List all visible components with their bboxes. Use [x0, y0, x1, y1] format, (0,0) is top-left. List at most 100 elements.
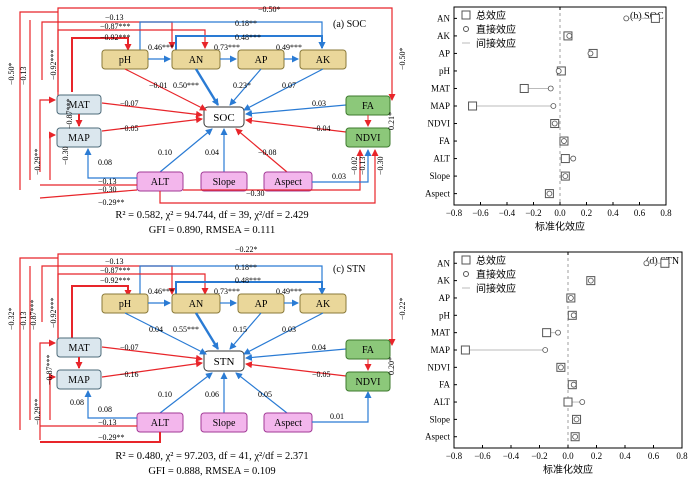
legend-total: 总效应: [476, 9, 506, 22]
direct-effect-point: [572, 433, 579, 440]
direct-effect-point: [542, 347, 549, 353]
path-top5: [175, 35, 326, 50]
coef: −0.30: [61, 146, 70, 165]
fit-stats-a2: GFI = 0.890, RMSEA = 0.111: [149, 225, 276, 236]
coef: 0.15: [233, 325, 247, 334]
y-tick-label: AP: [438, 293, 450, 303]
coef: −0.50*: [258, 5, 281, 14]
coef: 0.46***: [148, 287, 174, 296]
x-tick-label: 0.6: [648, 451, 660, 461]
coef: −0.50*: [398, 47, 407, 70]
node-fa-c: FA: [345, 339, 391, 360]
y-tick-label: pH: [439, 66, 451, 76]
y-tick-label: Slope: [429, 171, 450, 181]
coef: 0.05: [258, 390, 272, 399]
y-tick-label: AN: [437, 13, 450, 23]
coef: 0.06: [205, 390, 219, 399]
coef: 0.50***: [173, 81, 199, 90]
y-tick-label: MAT: [431, 328, 451, 338]
svg-text:AN: AN: [189, 55, 203, 66]
node-aspect-c: Aspect: [263, 412, 313, 433]
node-ph: pH: [101, 49, 149, 70]
path-top4: [57, 29, 209, 92]
legend-indirect: 间接效应: [476, 282, 516, 295]
y-tick-label: NDVI: [428, 119, 451, 129]
coef: −0.01: [149, 81, 168, 90]
coef: −0.29**: [33, 148, 42, 175]
svg-text:FA: FA: [362, 101, 375, 112]
coef: −0.92***: [100, 276, 131, 285]
svg-text:Aspect: Aspect: [274, 177, 302, 188]
x-tick-label: −0.4: [503, 451, 520, 461]
y-tick-label: ALT: [433, 397, 450, 407]
direct-effect-point: [567, 295, 574, 301]
coef: −0.87***: [29, 299, 38, 330]
x-tick-label: −0.8: [446, 208, 463, 218]
node-ak-c: AK: [299, 293, 347, 314]
node-fa: FA: [345, 95, 391, 116]
coef: −0.50*: [7, 62, 16, 85]
legend-total-swatch: [461, 255, 471, 265]
coef: −0.13: [19, 66, 28, 85]
node-slope-c: Slope: [200, 412, 248, 433]
coef: −0.87***: [100, 266, 131, 275]
coef: 0.10: [158, 390, 172, 399]
svg-text:pH: pH: [119, 55, 131, 66]
direct-effect-point: [587, 277, 594, 284]
coef: 0.20*: [387, 357, 396, 375]
svg-text:ALT: ALT: [151, 418, 170, 429]
coef: −0.92***: [49, 49, 58, 80]
coef: 0.03: [332, 172, 346, 181]
coef: 0.49***: [276, 43, 302, 52]
coef: −0.13: [105, 13, 124, 22]
svg-text:AP: AP: [255, 299, 268, 310]
direct-effect-point: [550, 103, 557, 109]
x-tick-label: −0.4: [499, 208, 516, 218]
svg-text:AK: AK: [316, 55, 331, 66]
node-an-c: AN: [171, 293, 221, 314]
coef: 0.49***: [276, 287, 302, 296]
node-aspect: Aspect: [263, 171, 313, 192]
node-ndvi-c: NDVI: [345, 371, 391, 392]
node-map-c: MAP: [56, 369, 102, 390]
x-tick-label: 0.4: [619, 451, 631, 461]
coef: −0.13: [19, 311, 28, 330]
coef: −0.92***: [49, 297, 58, 328]
x-axis-label: 标准化效应: [543, 463, 593, 476]
coef: 0.48***: [235, 276, 261, 285]
direct-effect-point: [557, 364, 564, 371]
node-ndvi: NDVI: [345, 127, 391, 148]
coef: −0.22*: [235, 245, 258, 254]
svg-text:AP: AP: [255, 55, 268, 66]
coef: 0.08: [70, 398, 84, 407]
direct-effect-point: [579, 399, 586, 405]
svg-text:AK: AK: [316, 299, 331, 310]
coef: −0.30: [246, 189, 265, 198]
legend-direct: 直接效应: [476, 23, 516, 36]
direct-effect-point: [573, 416, 580, 423]
coef: −0.29**: [33, 398, 42, 425]
direct-effect-point: [570, 312, 577, 319]
direct-effect-point: [561, 138, 567, 144]
y-tick-label: FA: [439, 136, 450, 146]
coef: −0.30: [376, 156, 385, 175]
fit-stats-c1: R² = 0.480, χ² = 97.203, df = 41, χ²/df …: [115, 451, 308, 462]
coef: −0.02: [350, 156, 359, 175]
legend-indirect: 间接效应: [476, 37, 516, 50]
x-tick-label: −0.6: [474, 451, 491, 461]
coef: −0.13: [98, 418, 117, 427]
node-alt: ALT: [136, 171, 184, 192]
y-tick-label: NDVI: [428, 362, 451, 372]
coef: 0.08: [98, 405, 112, 414]
direct-effect-point: [546, 190, 553, 197]
chart-title: (b) SOC: [630, 11, 664, 22]
legend-total: 总效应: [476, 254, 506, 267]
svg-text:MAT: MAT: [68, 343, 89, 354]
node-ap: AP: [237, 49, 285, 70]
y-tick-label: Aspect: [425, 432, 450, 442]
coef: 0.21*: [387, 112, 396, 130]
y-tick-label: FA: [439, 380, 450, 390]
coef: −0.16: [120, 370, 139, 379]
